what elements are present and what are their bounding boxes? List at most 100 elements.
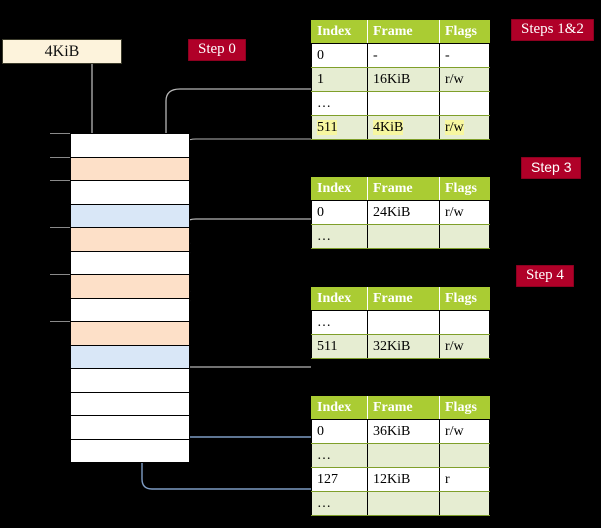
physical-memory-column (50, 133, 190, 463)
badge-step-3: Step 3 (521, 157, 582, 179)
cell-flags (439, 91, 490, 116)
badge-step-0: Step 0 (188, 39, 246, 61)
column-header-index: Index (311, 177, 368, 201)
cell-frame (367, 491, 440, 516)
cell-frame (367, 310, 440, 335)
cell-frame (367, 91, 440, 116)
cell-index: … (311, 310, 368, 335)
cell-frame (367, 224, 440, 249)
cell-flags: r (439, 467, 490, 492)
table-row: … (311, 310, 490, 335)
memory-row-tick (50, 180, 70, 181)
badge-steps-1-2: Steps 1&2 (511, 19, 594, 41)
cell-flags: r/w (439, 115, 490, 140)
cell-index: 0 (311, 419, 368, 444)
cell-flags: - (439, 43, 490, 68)
cell-flags (439, 224, 490, 249)
conn-pdp-left (181, 218, 311, 260)
cell-frame: 12KiB (367, 467, 440, 492)
cell-text: 511 (317, 119, 338, 135)
column-header-frame: Frame (367, 287, 440, 311)
badge-label: Step 0 (198, 41, 236, 57)
column-header-frame: Frame (367, 396, 440, 420)
badge-label: Step 3 (531, 159, 572, 175)
memory-frame-row (70, 297, 190, 322)
memory-frame-row (70, 344, 190, 369)
cell-frame: - (367, 43, 440, 68)
memory-frame-row (70, 156, 190, 181)
cell-index: … (311, 443, 368, 468)
memory-row-tick (50, 227, 70, 228)
badge-label: Step 4 (526, 267, 564, 283)
column-header-index: Index (311, 287, 368, 311)
column-header-frame: Frame (367, 20, 440, 44)
cell-flags (439, 310, 490, 335)
column-header-frame: Frame (367, 177, 440, 201)
memory-frame-row (70, 415, 190, 440)
column-header-index: Index (311, 396, 368, 420)
memory-row-tick (50, 321, 70, 322)
table-row: 0-- (311, 43, 490, 68)
memory-frame-row (70, 274, 190, 299)
cell-index: 511 (311, 334, 368, 359)
cell-frame (367, 443, 440, 468)
cell-text: r/w (445, 119, 464, 135)
memory-frame-row (70, 133, 190, 158)
cell-index: … (311, 491, 368, 516)
cell-index: … (311, 224, 368, 249)
cell-frame: 36KiB (367, 419, 440, 444)
column-header-index: Index (311, 20, 368, 44)
table-row: … (311, 491, 490, 516)
cell-flags (439, 443, 490, 468)
badge-label: Steps 1&2 (521, 21, 584, 37)
cell-flags: r/w (439, 67, 490, 92)
cell-frame: 16KiB (367, 67, 440, 92)
memory-frame-row (70, 227, 190, 252)
memory-frame-row (70, 203, 190, 228)
cell-text: 4KiB (373, 119, 404, 135)
cell-frame: 4KiB (367, 115, 440, 140)
column-header-flags: Flags (439, 177, 490, 201)
virtual-address-label: 4KiB (44, 42, 80, 60)
column-header-flags: Flags (439, 287, 490, 311)
cell-flags: r/w (439, 200, 490, 225)
cell-flags: r/w (439, 419, 490, 444)
conn-pml4-511-left (181, 138, 311, 154)
virtual-address-box: 4KiB (2, 39, 122, 64)
memory-row-tick (50, 274, 70, 275)
table-row: … (311, 91, 490, 116)
cell-flags (439, 491, 490, 516)
memory-frame-row (70, 391, 190, 416)
memory-row-tick (50, 133, 70, 134)
memory-frame-row (70, 438, 190, 463)
cell-index: 511 (311, 115, 368, 140)
cell-frame: 24KiB (367, 200, 440, 225)
memory-frame-row (70, 321, 190, 346)
cell-index: 1 (311, 67, 368, 92)
cell-frame: 32KiB (367, 334, 440, 359)
cell-index: … (311, 91, 368, 116)
table-row: … (311, 443, 490, 468)
cell-index: 0 (311, 200, 368, 225)
memory-row-tick (50, 156, 70, 158)
memory-frame-row (70, 180, 190, 205)
column-header-flags: Flags (439, 20, 490, 44)
memory-frame-row (70, 368, 190, 393)
badge-step-4: Step 4 (516, 265, 574, 287)
column-header-flags: Flags (439, 396, 490, 420)
table-row: … (311, 224, 490, 249)
cell-index: 127 (311, 467, 368, 492)
